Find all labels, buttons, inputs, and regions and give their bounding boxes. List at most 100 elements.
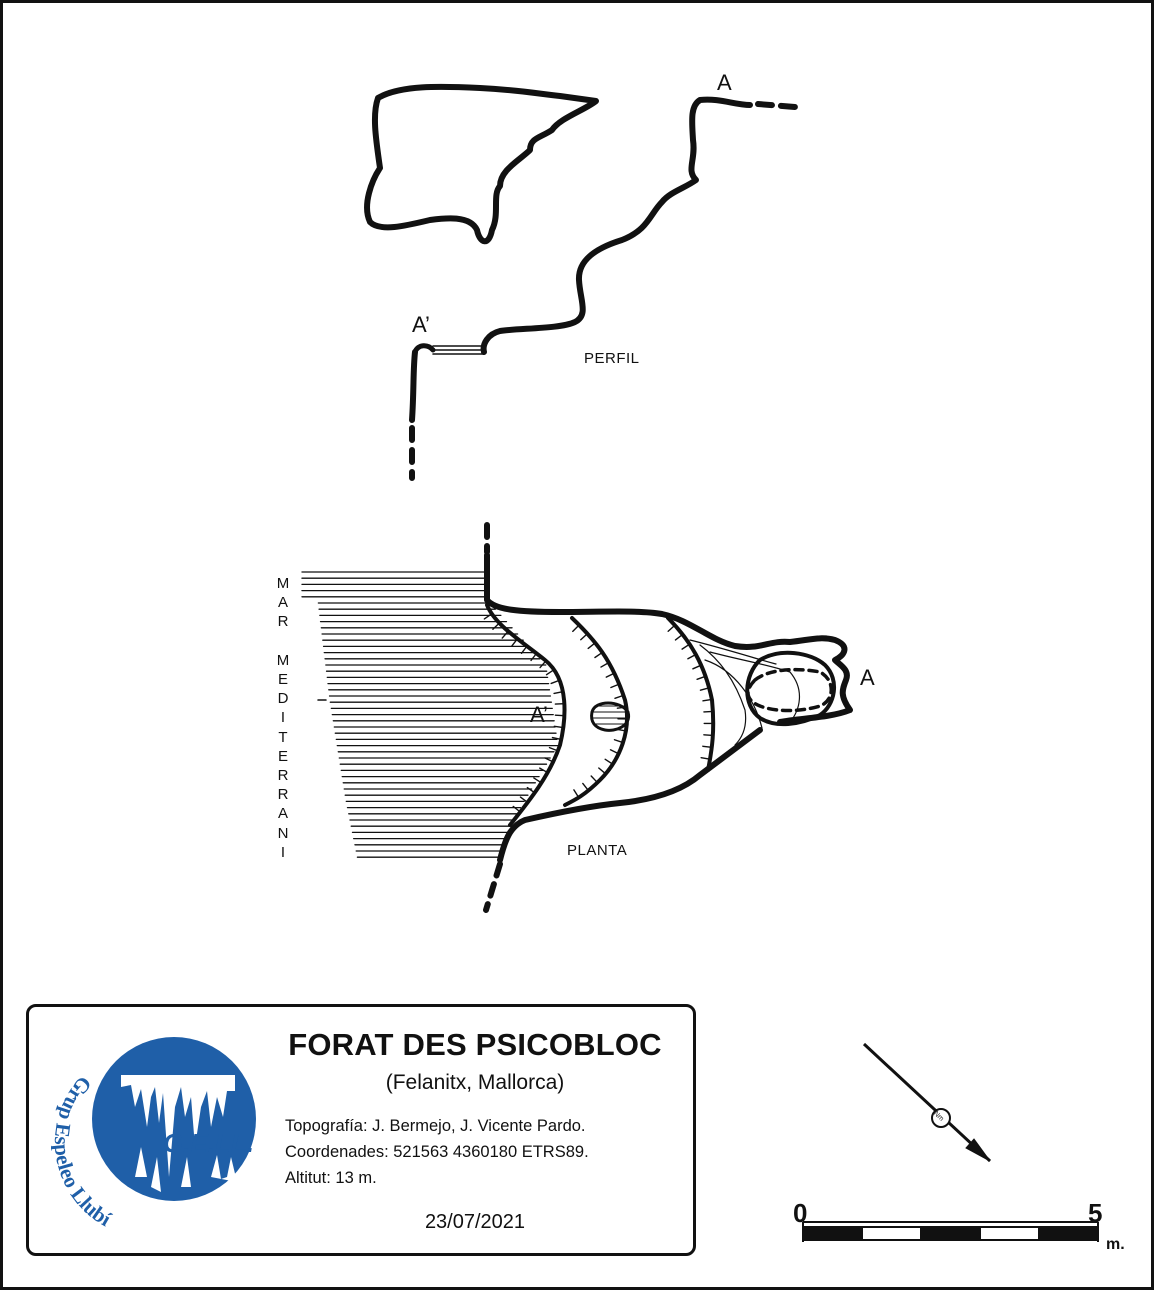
sea-letter: D xyxy=(277,690,289,708)
altitude: Altitut: 13 m. xyxy=(285,1169,377,1187)
drop-tick xyxy=(613,739,624,744)
drop-tick xyxy=(696,675,707,681)
sea-label: M A R M E D I T E R R A N I xyxy=(272,574,294,862)
cave-title: FORAT DES PSICOBLOC xyxy=(288,1027,662,1062)
sea-letter: N xyxy=(277,824,289,842)
drop-tick xyxy=(544,757,554,763)
drop-tick xyxy=(674,633,684,641)
cave-location: (Felanitx, Mallorca) xyxy=(385,1071,565,1094)
drop-tick xyxy=(590,775,599,784)
drop-tick xyxy=(511,638,519,647)
drop-tick xyxy=(539,767,549,774)
drop-tick xyxy=(551,736,562,741)
profile-passage-outline xyxy=(480,96,753,355)
profile-passage-dashed-end xyxy=(755,101,798,110)
coordinates: Coordenades: 521563 4360180 ETRS89. xyxy=(285,1143,589,1161)
sea-letter: I xyxy=(280,843,286,861)
drop-tick xyxy=(667,624,676,632)
drop-tick xyxy=(605,672,616,678)
drop-tick xyxy=(501,630,509,639)
profile-step xyxy=(432,345,485,355)
title-box: G.E.LL. Grup Espeleo Llubí FORAT DES PSI… xyxy=(26,1004,696,1256)
sea-letter: E xyxy=(277,747,288,765)
profile-label: PERFIL xyxy=(584,350,640,367)
sea-letter: R xyxy=(277,786,289,804)
section-marker-a: A xyxy=(717,70,732,95)
sea-letter: A xyxy=(277,805,288,823)
drop-tick xyxy=(699,687,710,691)
drop-tick xyxy=(483,613,493,620)
gell-logo: G.E.LL. Grup Espeleo Llubí xyxy=(51,1037,256,1232)
scale-end-label: 5 xyxy=(1088,1198,1103,1228)
drop-tick xyxy=(545,668,555,676)
drop-tick xyxy=(594,651,604,659)
drop-tick xyxy=(604,758,614,765)
drop-tick xyxy=(580,632,589,641)
plan-lower-wall xyxy=(497,727,763,863)
plan-boulder xyxy=(590,701,631,732)
drop-tick xyxy=(530,652,538,662)
drop-tick xyxy=(572,624,580,633)
logo-acronym: G.E.LL. xyxy=(163,1128,254,1158)
drop-tick xyxy=(616,706,627,709)
scale-unit-label: m. xyxy=(1106,1236,1125,1253)
plan-boulder-hatch xyxy=(592,705,629,725)
sea-letter: I xyxy=(280,709,286,727)
profile-chamber-outline xyxy=(364,83,599,245)
drop-tick xyxy=(598,767,607,775)
scale-bar xyxy=(802,1221,1099,1242)
plan-entrance-drop-edge xyxy=(485,603,567,827)
drop-tick xyxy=(548,746,559,752)
profile-shaft-outline xyxy=(409,349,418,423)
plan-marker-a: A xyxy=(860,665,875,690)
topography-credits: Topografía: J. Bermejo, J. Vicente Pardo… xyxy=(285,1117,586,1135)
profile-section xyxy=(364,83,798,481)
plan-label: PLANTA xyxy=(567,842,628,859)
survey-date: 23/07/2021 xyxy=(424,1211,526,1233)
drop-tick xyxy=(519,796,529,804)
sea-letter: R xyxy=(277,767,289,785)
drop-tick xyxy=(539,660,547,669)
drop-tick xyxy=(600,661,610,668)
plan-end-chamber-dashed xyxy=(746,667,833,713)
drop-tick xyxy=(687,653,697,660)
drop-tick xyxy=(702,745,713,749)
drop-tick xyxy=(692,664,702,670)
drop-tick xyxy=(703,734,714,737)
drop-tick xyxy=(609,749,620,755)
drop-tick xyxy=(553,725,564,729)
drop-tick xyxy=(553,691,564,695)
north-arrow xyxy=(862,1042,992,1163)
plan-end-chamber-outline xyxy=(745,650,837,727)
drop-tick xyxy=(700,757,711,760)
plan-contour-lines xyxy=(689,639,800,746)
drop-tick xyxy=(616,728,627,732)
section-marker-a-prime: A’ xyxy=(412,312,430,337)
sea-letter: E xyxy=(277,671,288,688)
drop-tick xyxy=(492,622,501,630)
sea-letter: M xyxy=(276,575,290,592)
drop-tick xyxy=(614,694,625,700)
drop-tick xyxy=(582,782,590,792)
drop-tick xyxy=(526,786,536,794)
scale-start-label: 0 xyxy=(793,1198,808,1228)
plan-lower-wall-dashed xyxy=(483,861,503,913)
plan-upper-wall xyxy=(484,552,853,725)
sea-letter: M xyxy=(276,651,290,669)
drop-tick xyxy=(520,645,528,654)
drop-tick xyxy=(512,805,522,813)
sea-letter: T xyxy=(278,728,288,746)
drop-tick xyxy=(702,698,713,702)
sea-letter: A xyxy=(277,594,288,612)
drop-tick xyxy=(550,679,561,685)
plan-marker-a-prime: A’ xyxy=(530,702,548,727)
plan-drop-ticks xyxy=(483,613,714,813)
drop-tick xyxy=(533,777,543,784)
drop-tick xyxy=(610,683,620,689)
sea-hatching xyxy=(301,571,559,858)
drop-tick xyxy=(587,642,596,650)
drop-tick xyxy=(573,789,580,799)
sea-letter: R xyxy=(277,613,289,631)
